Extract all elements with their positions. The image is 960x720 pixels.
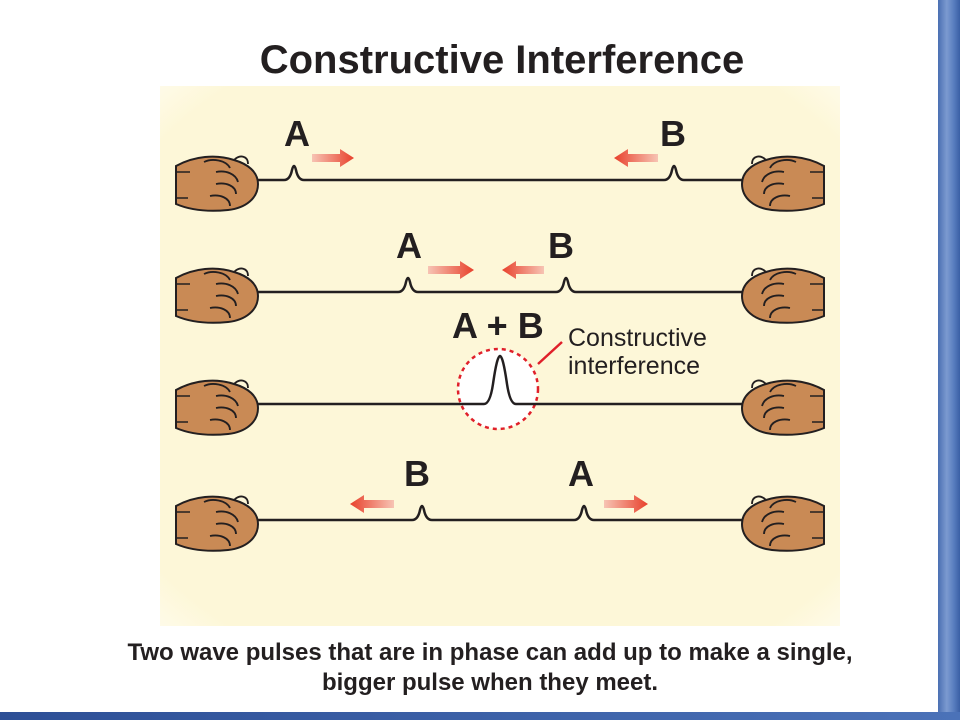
caption-line-1: Two wave pulses that are in phase can ad…	[127, 639, 853, 666]
rope-row-4: B A	[175, 453, 825, 552]
caption-line-2: bigger pulse when they meet.	[321, 669, 659, 696]
rope-row-2: A B	[175, 225, 825, 324]
right-fist-3	[741, 379, 825, 436]
label-a-row-1: A	[284, 113, 310, 154]
arrow-left-row-2	[502, 261, 544, 279]
left-fist-4	[175, 495, 259, 552]
rope-2	[255, 276, 745, 294]
rope-row-1: A B	[175, 113, 825, 212]
label-b-row-2: B	[548, 225, 574, 266]
right-decorative-band	[938, 0, 960, 720]
left-fist-3	[175, 379, 259, 436]
rope-3	[255, 354, 745, 406]
label-b-row-4: B	[404, 453, 430, 494]
rope-4	[255, 504, 745, 522]
rope-row-3: A + B Constructive interference	[175, 305, 825, 436]
arrow-left-row-4	[350, 495, 394, 513]
annotation-line-2: interference	[568, 352, 700, 380]
arrow-right-row-1	[312, 149, 354, 167]
right-fist-1	[741, 155, 825, 212]
label-a-row-4: A	[568, 453, 594, 494]
left-fist-1	[175, 155, 259, 212]
arrow-right-row-2	[428, 261, 474, 279]
label-a-row-2: A	[396, 225, 422, 266]
label-b-row-1: B	[660, 113, 686, 154]
annotation-line-1: Constructive	[568, 324, 707, 352]
left-fist-2	[175, 267, 259, 324]
caption: Two wave pulses that are in phase can ad…	[0, 638, 960, 698]
page-title: Constructive Interference	[259, 38, 745, 82]
interference-circle	[456, 347, 540, 431]
right-fist-4	[741, 495, 825, 552]
bottom-decorative-band	[0, 712, 960, 720]
right-fist-2	[741, 267, 825, 324]
rope-1	[255, 164, 745, 182]
arrow-right-row-4	[604, 495, 648, 513]
arrow-left-row-1	[614, 149, 658, 167]
label-sum: A + B	[452, 305, 544, 346]
annotation-leader-line	[537, 341, 563, 365]
